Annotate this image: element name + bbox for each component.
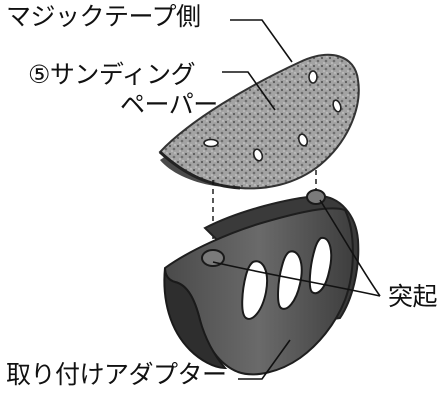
leader-protrusion-2 [319,199,381,297]
leader-sanding-paper [222,71,276,111]
adapter-left-flange [163,267,228,370]
dust-hole [332,99,342,113]
label-sanding-paper-line2: ペーパー [120,90,218,119]
leader-lines [212,19,381,380]
dust-hole [308,70,318,84]
leader-adapter [238,339,291,380]
dust-hole [297,133,309,147]
dust-hole [252,148,264,162]
sanding-paper-edge [158,150,241,190]
sanding-paper [158,53,360,190]
protrusion-right [306,189,326,205]
dust-hole [203,138,219,148]
protrusion-left [201,249,225,267]
adapter-slot [277,250,303,310]
label-sanding-paper-line1: ⑤サンディング [28,60,196,89]
leader-velcro [230,19,293,63]
label-protrusion: 突起 [388,282,438,311]
leader-protrusion-1 [212,261,381,297]
adapter-slot [308,236,333,295]
label-mounting-adapter: 取り付けアダプター [6,360,227,389]
mounting-adapter [163,189,360,376]
label-velcro-side: マジックテープ側 [6,2,201,31]
dust-holes [203,70,342,162]
